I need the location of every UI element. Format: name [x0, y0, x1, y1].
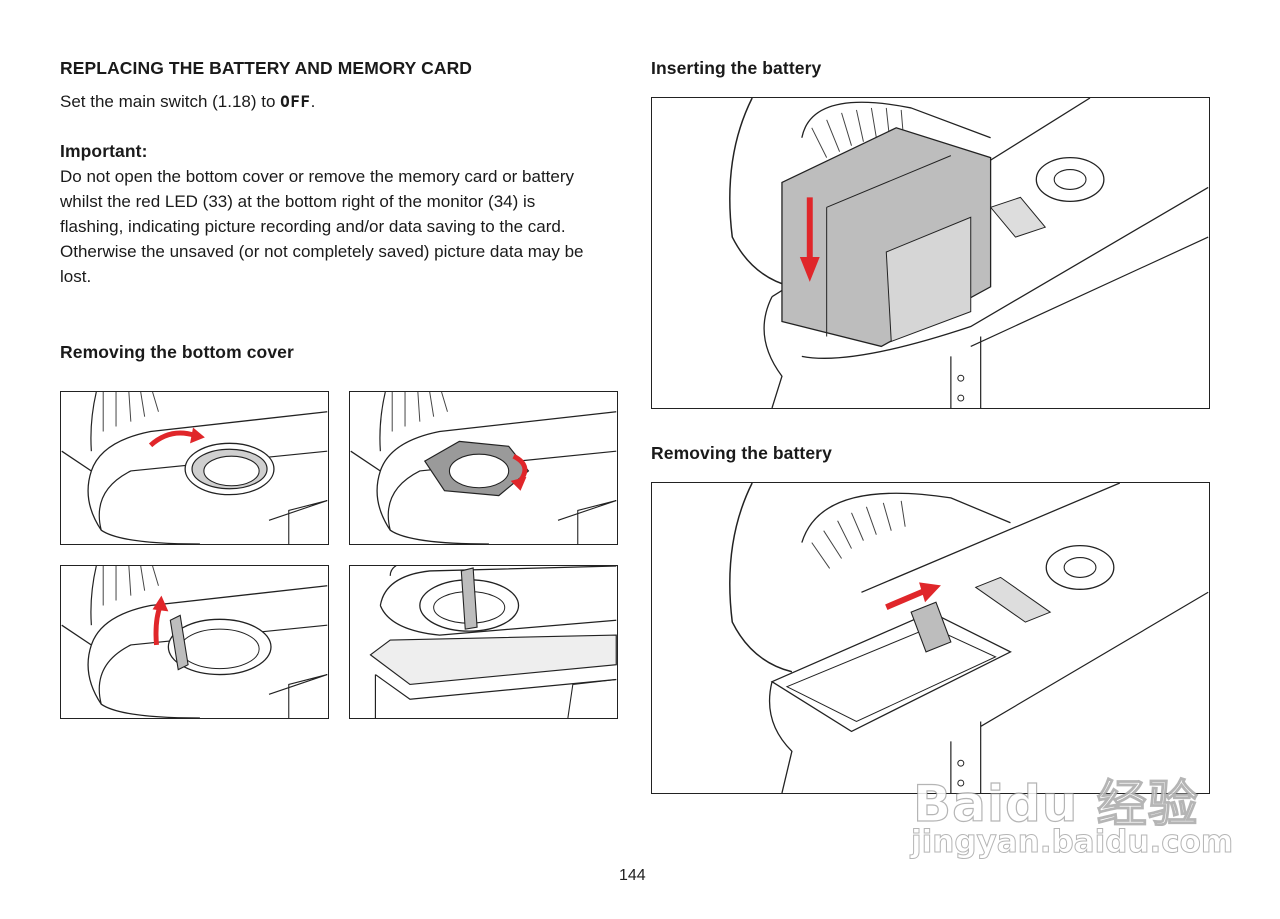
important-paragraph: Do not open the bottom cover or remove t…	[60, 164, 630, 289]
cover-step-4-illustration	[349, 565, 618, 719]
section-title: REPLACING THE BATTERY AND MEMORY CARD	[60, 58, 473, 78]
watermark-url-text: jingyan.baidu.com	[910, 824, 1234, 861]
off-label: OFF	[280, 92, 311, 111]
removing-cover-heading: Removing the bottom cover	[60, 342, 294, 362]
cover-step-1-illustration	[60, 391, 329, 545]
instruction-prefix: Set the main switch (1.18) to	[60, 92, 281, 111]
important-line: flashing, indicating picture recording a…	[60, 217, 566, 236]
inserting-battery-illustration	[651, 97, 1210, 409]
main-switch-instruction: Set the main switch (1.18) to OFF.	[60, 89, 315, 114]
inserting-battery-heading: Inserting the battery	[651, 58, 822, 78]
page-number: 144	[619, 867, 646, 884]
important-line: lost.	[60, 267, 92, 286]
important-heading: Important:	[60, 141, 148, 161]
cover-step-3-illustration	[60, 565, 329, 719]
important-line: whilst the red LED (33) at the bottom ri…	[60, 192, 536, 211]
cover-step-2-illustration	[349, 391, 618, 545]
important-line: Do not open the bottom cover or remove t…	[60, 167, 575, 186]
removing-battery-heading: Removing the battery	[651, 443, 832, 463]
important-line: Otherwise the unsaved (or not completely…	[60, 242, 584, 261]
instruction-suffix: .	[310, 92, 316, 111]
removing-battery-illustration	[651, 482, 1210, 794]
